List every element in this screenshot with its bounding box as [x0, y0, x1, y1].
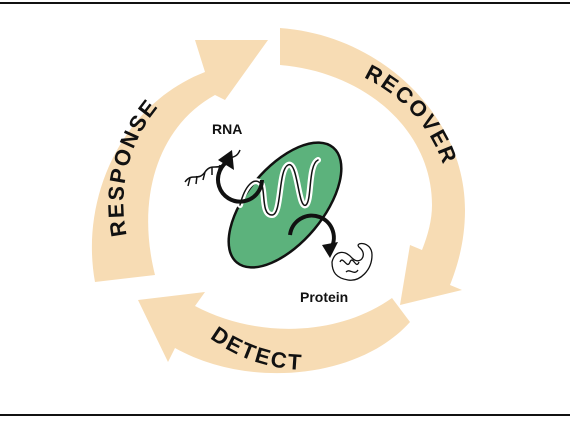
response-arrow	[91, 40, 268, 282]
rna-cycle-arrow-icon	[216, 150, 264, 204]
cycle-arrows	[91, 28, 465, 374]
mitochondrion-icon	[227, 141, 343, 269]
protein-cycle-arrow-icon	[288, 213, 338, 258]
protein-label: Protein	[300, 289, 348, 305]
rna-strand-icon	[184, 149, 241, 187]
recover-label: RECOVER	[361, 60, 462, 169]
detect-arrow	[138, 292, 410, 374]
rna-label: RNA	[212, 121, 242, 137]
protein-icon	[331, 242, 373, 281]
recover-arrow	[280, 28, 465, 305]
